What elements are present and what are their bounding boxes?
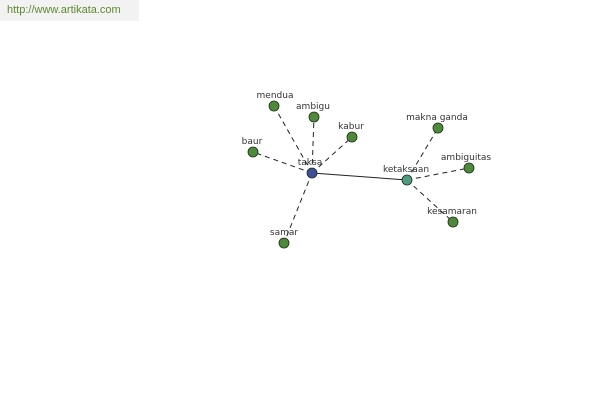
edge-taksa-ketaksaan <box>311 172 408 181</box>
node-label-ambigu[interactable]: ambigu <box>296 102 330 112</box>
nodes-layer <box>247 100 475 249</box>
node-label-samar[interactable]: samar <box>270 228 298 238</box>
node-label-kesamaran[interactable]: kesamaran <box>427 207 477 217</box>
node-label-mendua[interactable]: mendua <box>257 91 294 101</box>
node-label-taksa[interactable]: taksa <box>298 158 322 168</box>
edge-taksa-samar <box>283 172 313 244</box>
edge-ketaksaan-ambiguitas <box>406 167 470 181</box>
node-taksa[interactable] <box>306 167 318 179</box>
source-url-banner[interactable]: http://www.artikata.com <box>0 0 139 21</box>
node-label-ambiguitas[interactable]: ambiguitas <box>441 153 491 163</box>
edge-ketaksaan-kesamaran <box>406 179 454 223</box>
edge-taksa-baur <box>252 151 313 174</box>
edge-taksa-mendua <box>273 105 313 174</box>
node-ambigu[interactable] <box>308 111 320 123</box>
node-label-baur[interactable]: baur <box>242 137 263 147</box>
node-ketaksaan[interactable] <box>401 174 413 186</box>
node-ambiguitas[interactable] <box>463 162 475 174</box>
node-kesamaran[interactable] <box>447 216 459 228</box>
node-baur[interactable] <box>247 146 259 158</box>
node-samar[interactable] <box>278 237 290 249</box>
edges-layer <box>252 105 470 244</box>
edge-taksa-ambigu <box>311 116 315 174</box>
node-label-makna-ganda[interactable]: makna ganda <box>406 113 468 123</box>
node-makna-ganda[interactable] <box>432 122 444 134</box>
node-mendua[interactable] <box>268 100 280 112</box>
node-label-ketaksaan[interactable]: ketaksaan <box>383 165 429 175</box>
edge-ketaksaan-makna-ganda <box>406 127 439 181</box>
node-kabur[interactable] <box>346 131 358 143</box>
node-label-kabur[interactable]: kabur <box>338 122 364 132</box>
